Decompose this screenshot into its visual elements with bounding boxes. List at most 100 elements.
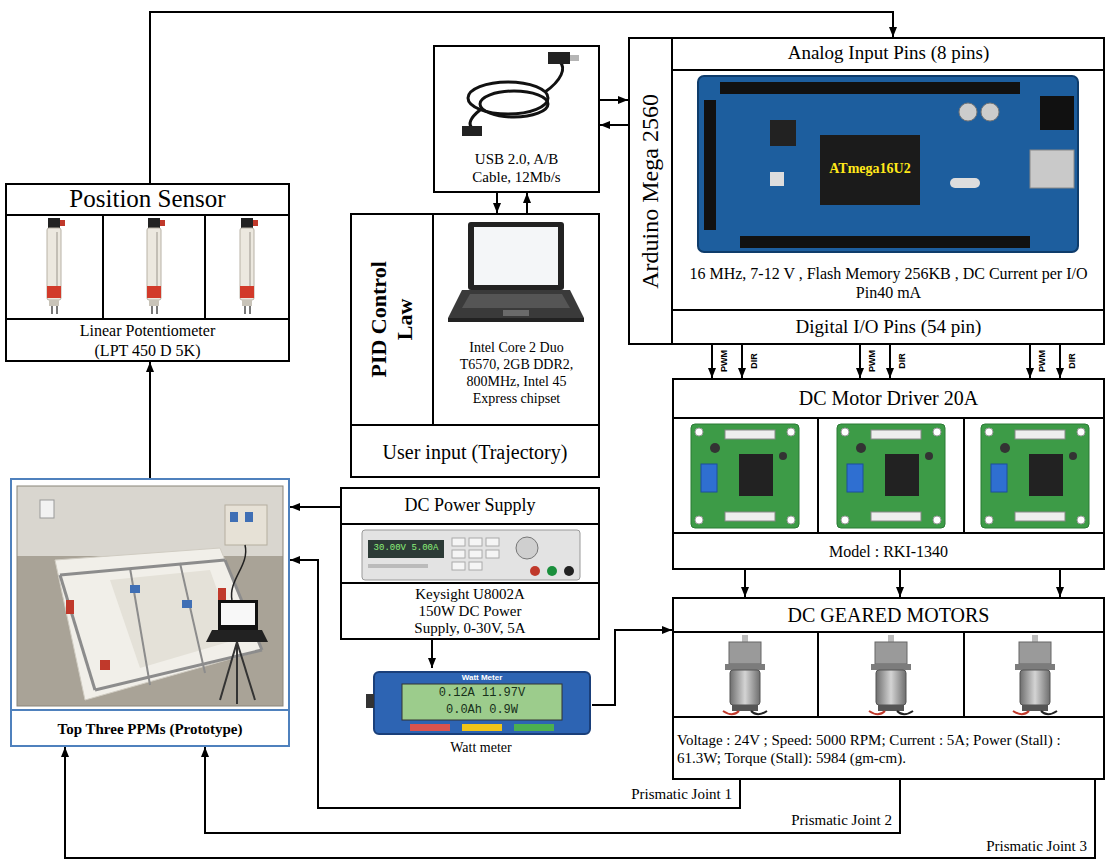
box-text: User input (Trajectory): [383, 440, 568, 464]
text-cell: Position Sensor: [5, 183, 290, 215]
watt-meter-photo: [374, 672, 590, 734]
arduino-board-photo: [770, 172, 784, 186]
signal-arrow: [149, 362, 151, 478]
watt-meter-photo: [402, 684, 562, 720]
geared-motor-photo: [869, 635, 913, 714]
watt-meter-photo: [366, 694, 374, 708]
arduino-board-photo: [698, 76, 1078, 252]
box-heading: DC Motor Driver 20A: [799, 386, 978, 410]
signal-arrow: [600, 99, 628, 101]
signal-arrow: [1059, 345, 1061, 378]
divider-line: [5, 318, 290, 320]
laptop-photo: [503, 310, 529, 316]
usb-cable-photo: [468, 82, 548, 114]
power-supply-photo: [547, 566, 557, 576]
box-heading: DC Power Supply: [404, 495, 535, 517]
divider-line: [672, 69, 1105, 71]
usb-cable-photo: [462, 126, 482, 136]
arduino-board-photo: [1030, 150, 1074, 188]
signal-arrow: [1029, 345, 1031, 378]
power-supply-photo: [452, 562, 465, 570]
text-cell: Linear Potentiometer (LPT 450 D 5K): [5, 319, 290, 362]
text-cell: Watt meter: [370, 736, 592, 760]
laptop-photo: [468, 222, 564, 290]
power-supply-photo: [469, 538, 482, 546]
usb-cable-photo: [470, 110, 480, 128]
signal-arrow: [859, 345, 861, 378]
usb-cable-photo: [570, 55, 579, 61]
divider-line: [671, 37, 673, 345]
arduino-board-photo: [1040, 96, 1074, 130]
prototype-photo: [60, 575, 95, 690]
signal-arrow: [600, 124, 628, 126]
power-supply-box: DC Power SupplyKeysight U8002A 150W DC P…: [340, 487, 600, 640]
signal-arrow: [741, 345, 743, 378]
arduino-board-photo: [740, 236, 1030, 248]
power-supply-photo: [368, 564, 428, 568]
signal-arrow: [496, 193, 498, 213]
prototype-photo: [60, 560, 225, 575]
box-heading: Watt meter: [450, 740, 511, 757]
signal-name: PWM: [720, 350, 729, 372]
power-supply-photo: [486, 538, 499, 546]
power-supply-photo: [564, 566, 574, 576]
laptop-photo: [448, 222, 584, 322]
power-supply-photo: [362, 530, 580, 580]
prototype-photo: [17, 486, 283, 706]
arduino-board-photo: [698, 76, 1078, 252]
laptop-photo: [462, 294, 570, 308]
cable-box: USB 2.0, A/B Cable, 12Mb/s: [433, 45, 600, 193]
box-text: Analog Input Pins (8 pins): [788, 42, 990, 65]
box-heading: Arduino Mega 2560: [636, 94, 665, 289]
prototype-photo: [218, 600, 258, 630]
prototype-photo: [218, 588, 226, 600]
usb-cable-photo: [545, 62, 563, 92]
divider-line: [5, 214, 290, 216]
prototype-photo: [237, 642, 255, 700]
text-cell: Arduino Mega 2560: [628, 37, 672, 345]
sensor-box: Position SensorLinear Potentiometer (LPT…: [5, 183, 290, 362]
laptop-photo: [448, 290, 584, 318]
power-supply-photo: [469, 562, 482, 570]
prototype-photo: [17, 486, 283, 556]
signal-arrow: [431, 640, 433, 668]
motor-driver-photo: [837, 424, 945, 528]
signal-arrow: [1059, 570, 1061, 597]
text-cell: Top Three PPMs (Prototype): [10, 710, 290, 747]
arduino-board-photo: [770, 120, 796, 146]
arduino-board-photo: [720, 82, 1020, 94]
power-supply-photo: [469, 550, 482, 558]
signal-arrow: [526, 193, 528, 213]
laptop-photo: [448, 318, 584, 322]
signal-arrow: [290, 560, 740, 808]
prototype-box: Top Three PPMs (Prototype): [10, 478, 290, 747]
signal-arrow: [889, 345, 891, 378]
power-supply-photo: [362, 530, 580, 580]
prototype-photo: [130, 585, 140, 593]
box-text: Model : RKI-1340: [829, 542, 948, 561]
watt-meter-photo: [366, 672, 590, 734]
display-reading: 0.0Ah 0.9W: [402, 703, 562, 717]
divider-line: [672, 309, 1105, 311]
motor-driver-photo: [691, 424, 799, 528]
divider-line: [817, 632, 819, 717]
divider-line: [963, 632, 965, 717]
box-text: Digital I/O Pins (54 pin): [796, 316, 982, 339]
motor-driver-box: DC Motor Driver 20A Model : RKI-1340: [672, 378, 1105, 570]
prototype-photo: [236, 642, 238, 704]
text-cell: Model : RKI-1340: [672, 533, 1105, 570]
prototype-photo: [230, 512, 238, 522]
divider-line: [340, 523, 600, 525]
prototype-photo: [220, 642, 237, 700]
box-text: Keysight U8002A 150W DC Power Supply, 0-…: [408, 586, 533, 638]
potentiometer-photo: [147, 218, 165, 314]
signal-name: PWM: [868, 350, 877, 372]
prototype-photo: [225, 505, 267, 545]
prototype-photo: [66, 600, 74, 614]
text-cell: Intel Core 2 Duo T6570, 2GB DDR2, 800MHz…: [433, 325, 600, 423]
usb-cable-photo: [462, 52, 579, 136]
box-heading: Top Three PPMs (Prototype): [58, 720, 243, 738]
box-heading: PID Control Law: [365, 249, 418, 389]
potentiometer-photo: [240, 218, 258, 314]
